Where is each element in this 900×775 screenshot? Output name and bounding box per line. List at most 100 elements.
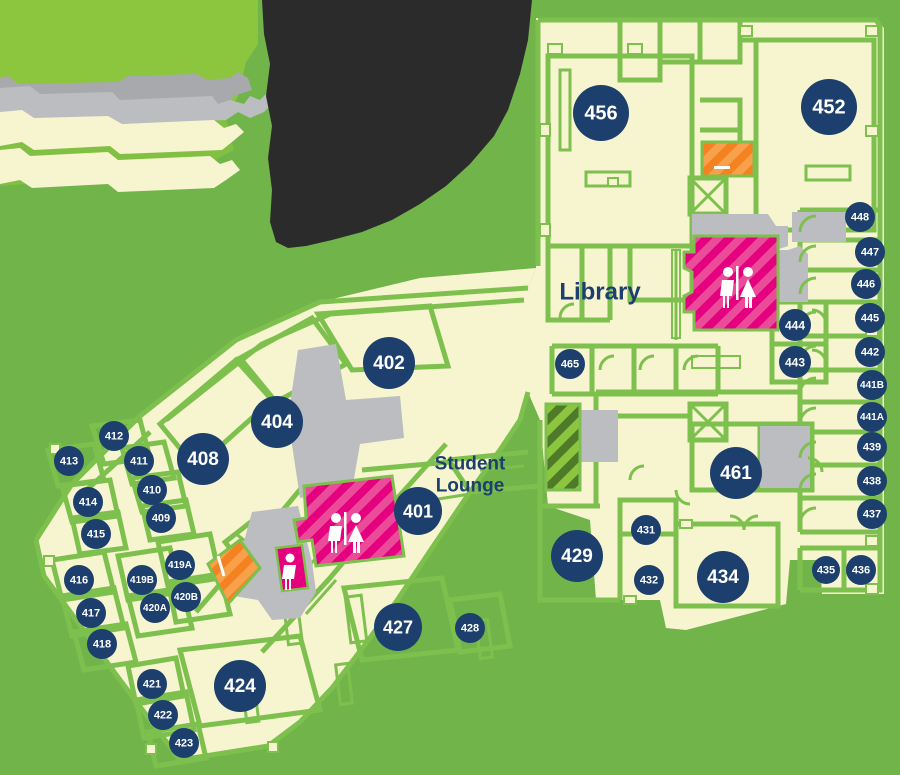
room-marker-432[interactable]: 432	[634, 565, 664, 595]
room-marker-416[interactable]: 416	[64, 565, 94, 595]
room-marker-circle[interactable]	[394, 487, 442, 535]
room-marker-circle[interactable]	[779, 346, 811, 378]
room-marker-418[interactable]: 418	[87, 629, 117, 659]
room-marker-427[interactable]: 427	[374, 603, 422, 651]
room-marker-421[interactable]: 421	[137, 669, 167, 699]
room-marker-429[interactable]: 429	[551, 530, 603, 582]
room-marker-circle[interactable]	[124, 446, 154, 476]
elevator-door-west	[216, 555, 226, 577]
room-marker-circle[interactable]	[148, 700, 178, 730]
room-marker-circle[interactable]	[631, 515, 661, 545]
room-marker-circle[interactable]	[710, 447, 762, 499]
room-marker-446[interactable]: 446	[851, 269, 881, 299]
room-marker-circle[interactable]	[855, 303, 885, 333]
room-marker-circle[interactable]	[177, 433, 229, 485]
room-marker-413[interactable]: 413	[54, 446, 84, 476]
room-marker-444[interactable]: 444	[779, 309, 811, 341]
room-marker-circle[interactable]	[779, 309, 811, 341]
room-marker-415[interactable]: 415	[81, 519, 111, 549]
room-marker-circle[interactable]	[801, 79, 857, 135]
room-marker-441A[interactable]: 441A	[857, 402, 887, 432]
room-marker-circle[interactable]	[54, 446, 84, 476]
stairwell-block-east	[544, 402, 582, 492]
room-marker-circle[interactable]	[812, 556, 840, 584]
room-marker-circle[interactable]	[845, 202, 875, 232]
room-marker-circle[interactable]	[857, 466, 887, 496]
room-marker-417[interactable]: 417	[76, 598, 106, 628]
corridor-gray-429-north	[578, 410, 618, 462]
room-marker-circle[interactable]	[251, 396, 303, 448]
room-marker-461[interactable]: 461	[710, 447, 762, 499]
room-marker-442[interactable]: 442	[855, 337, 885, 367]
room-marker-419A[interactable]: 419A	[165, 550, 195, 580]
room-marker-411[interactable]: 411	[124, 446, 154, 476]
room-marker-401[interactable]: 401	[394, 487, 442, 535]
room-marker-circle[interactable]	[171, 582, 201, 612]
room-marker-447[interactable]: 447	[855, 237, 885, 267]
room-marker-424[interactable]: 424	[214, 660, 266, 712]
room-marker-circle[interactable]	[374, 603, 422, 651]
room-marker-439[interactable]: 439	[857, 432, 887, 462]
room-marker-428[interactable]: 428	[455, 613, 485, 643]
room-marker-445[interactable]: 445	[855, 303, 885, 333]
door-swings	[558, 214, 828, 531]
room-marker-circle[interactable]	[455, 613, 485, 643]
room-marker-423[interactable]: 423	[169, 728, 199, 758]
room-marker-circle[interactable]	[851, 269, 881, 299]
room-marker-438[interactable]: 438	[857, 466, 887, 496]
room-marker-circle[interactable]	[857, 432, 887, 462]
room-marker-circle[interactable]	[697, 551, 749, 603]
room-marker-circle[interactable]	[551, 530, 603, 582]
room-marker-circle[interactable]	[127, 565, 157, 595]
room-marker-412[interactable]: 412	[99, 421, 129, 451]
room-marker-408[interactable]: 408	[177, 433, 229, 485]
room-marker-402[interactable]: 402	[363, 337, 415, 389]
room-marker-circle[interactable]	[64, 565, 94, 595]
room-marker-441B[interactable]: 441B	[857, 370, 887, 400]
room-marker-409[interactable]: 409	[146, 503, 176, 533]
room-marker-circle[interactable]	[363, 337, 415, 389]
room-marker-435[interactable]: 435	[812, 556, 840, 584]
room-marker-452[interactable]: 452	[801, 79, 857, 135]
room-marker-circle[interactable]	[857, 402, 887, 432]
room-marker-404[interactable]: 404	[251, 396, 303, 448]
room-marker-414[interactable]: 414	[73, 487, 103, 517]
room-marker-circle[interactable]	[87, 629, 117, 659]
room-marker-circle[interactable]	[140, 593, 170, 623]
room-marker-circle[interactable]	[573, 85, 629, 141]
room-marker-circle[interactable]	[214, 660, 266, 712]
corridor-gray-north-of-lounge	[288, 344, 404, 498]
room-marker-443[interactable]: 443	[779, 346, 811, 378]
room-marker-420A[interactable]: 420A	[140, 593, 170, 623]
room-marker-420B[interactable]: 420B	[171, 582, 201, 612]
room-marker-456[interactable]: 456	[573, 85, 629, 141]
room-marker-circle[interactable]	[81, 519, 111, 549]
room-marker-circle[interactable]	[137, 475, 167, 505]
room-marker-circle[interactable]	[855, 337, 885, 367]
room-marker-419B[interactable]: 419B	[127, 565, 157, 595]
room-marker-circle[interactable]	[73, 487, 103, 517]
room-marker-422[interactable]: 422	[148, 700, 178, 730]
adjacent-building-cream-1	[0, 110, 244, 154]
room-marker-circle[interactable]	[169, 728, 199, 758]
room-marker-410[interactable]: 410	[137, 475, 167, 505]
room-marker-circle[interactable]	[846, 555, 876, 585]
room-marker-circle[interactable]	[146, 503, 176, 533]
room-marker-circle[interactable]	[165, 550, 195, 580]
room-marker-circle[interactable]	[555, 349, 585, 379]
room-marker-436[interactable]: 436	[846, 555, 876, 585]
room-marker-circle[interactable]	[137, 669, 167, 699]
room-marker-circle[interactable]	[76, 598, 106, 628]
room-marker-circle[interactable]	[99, 421, 129, 451]
room-marker-465[interactable]: 465	[555, 349, 585, 379]
room-marker-circle[interactable]	[857, 499, 887, 529]
room-marker-circle[interactable]	[857, 370, 887, 400]
room-marker-431[interactable]: 431	[631, 515, 661, 545]
room-marker-448[interactable]: 448	[845, 202, 875, 232]
room-marker-437[interactable]: 437	[857, 499, 887, 529]
room-marker-434[interactable]: 434	[697, 551, 749, 603]
room-marker-circle[interactable]	[634, 565, 664, 595]
room-marker-circle[interactable]	[855, 237, 885, 267]
